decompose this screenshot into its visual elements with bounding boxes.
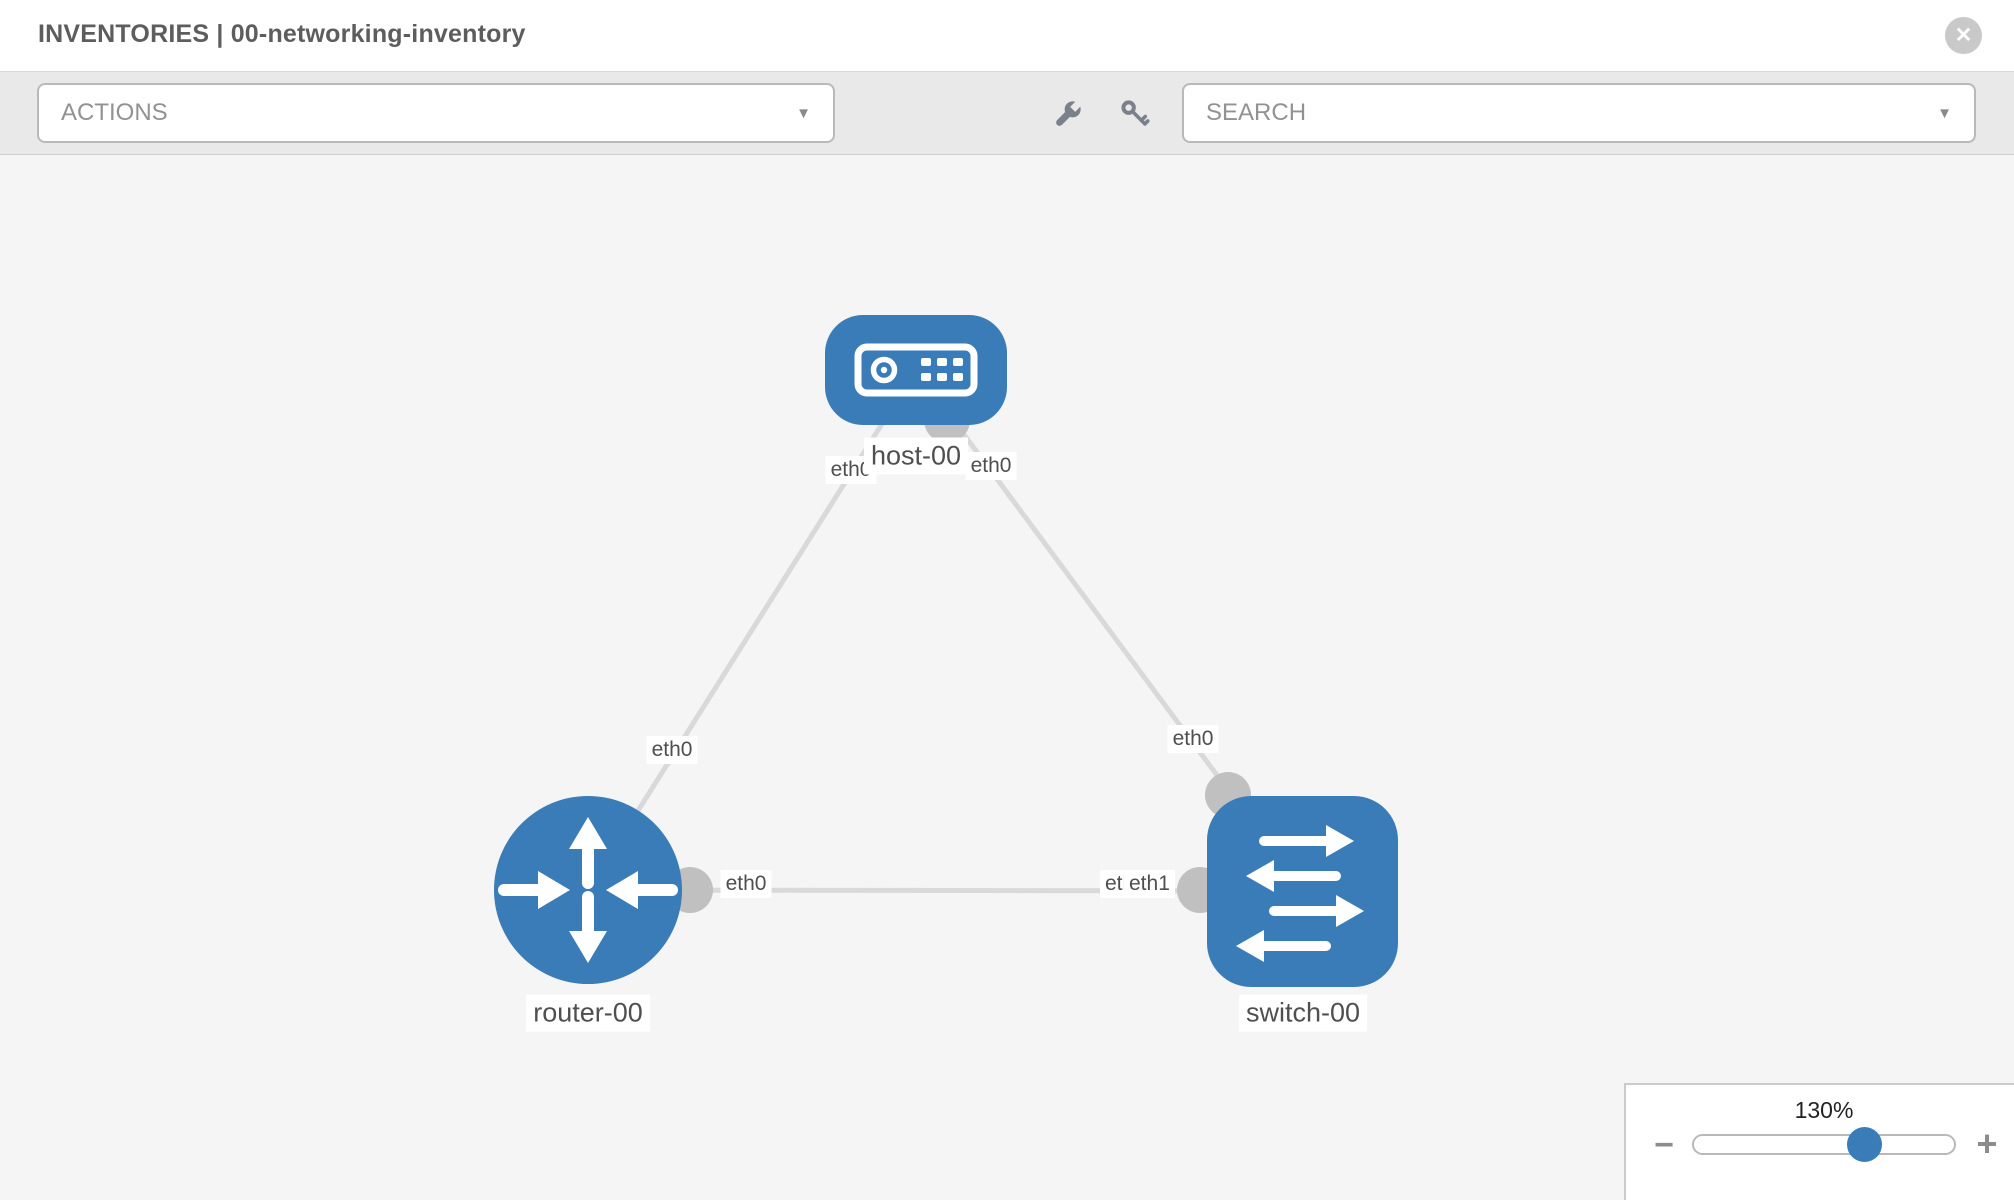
toolbar: ACTIONS ▼ SEARCH ▼ [0,72,2014,155]
node-label-router-00: router-00 [526,994,650,1032]
node-host-00[interactable] [825,315,1007,425]
topology-graph [494,315,1398,987]
search-dropdown-label: SEARCH [1206,99,1307,126]
chevron-down-icon: ▼ [796,104,811,122]
interface-label: eth0 [1100,870,1125,898]
interface-label: eth0 [1167,725,1219,753]
switch-icon [1236,825,1364,962]
host-icon [854,343,978,397]
page-title: INVENTORIES | 00-networking-inventory [38,20,526,48]
interface-label: eth0 [965,452,1017,480]
interface-label: eth1 [1124,870,1175,898]
zoom-slider-track[interactable] [1692,1134,1956,1155]
chevron-down-icon: ▼ [1937,104,1952,122]
zoom-in-button[interactable]: + [1970,1126,2004,1162]
header-bar: INVENTORIES | 00-networking-inventory ✕ [0,0,2014,72]
interface-label: eth0 [646,736,698,764]
key-icon[interactable] [1114,93,1156,135]
zoom-slider-handle[interactable] [1847,1127,1882,1162]
wrench-icon[interactable] [1046,93,1088,135]
router-icon [498,817,678,963]
topology-canvas[interactable]: eth0 eth0 eth0 eth0 eth0 eth1 eth0 host-… [0,155,2014,1200]
zoom-control-panel: 130% − + [1624,1083,2014,1200]
node-label-switch-00: switch-00 [1238,994,1368,1032]
node-label-host-00: host-00 [863,437,969,475]
node-switch-00[interactable] [1207,796,1398,987]
close-icon[interactable]: ✕ [1945,17,1982,54]
actions-dropdown[interactable]: ACTIONS ▼ [37,83,835,143]
search-dropdown[interactable]: SEARCH ▼ [1182,83,1976,143]
interface-label: eth0 [720,870,772,898]
node-router-00[interactable] [494,796,682,984]
zoom-level-value: 130% [1794,1097,1854,1123]
actions-dropdown-label: ACTIONS [61,99,168,126]
zoom-out-button[interactable]: − [1649,1128,1679,1162]
